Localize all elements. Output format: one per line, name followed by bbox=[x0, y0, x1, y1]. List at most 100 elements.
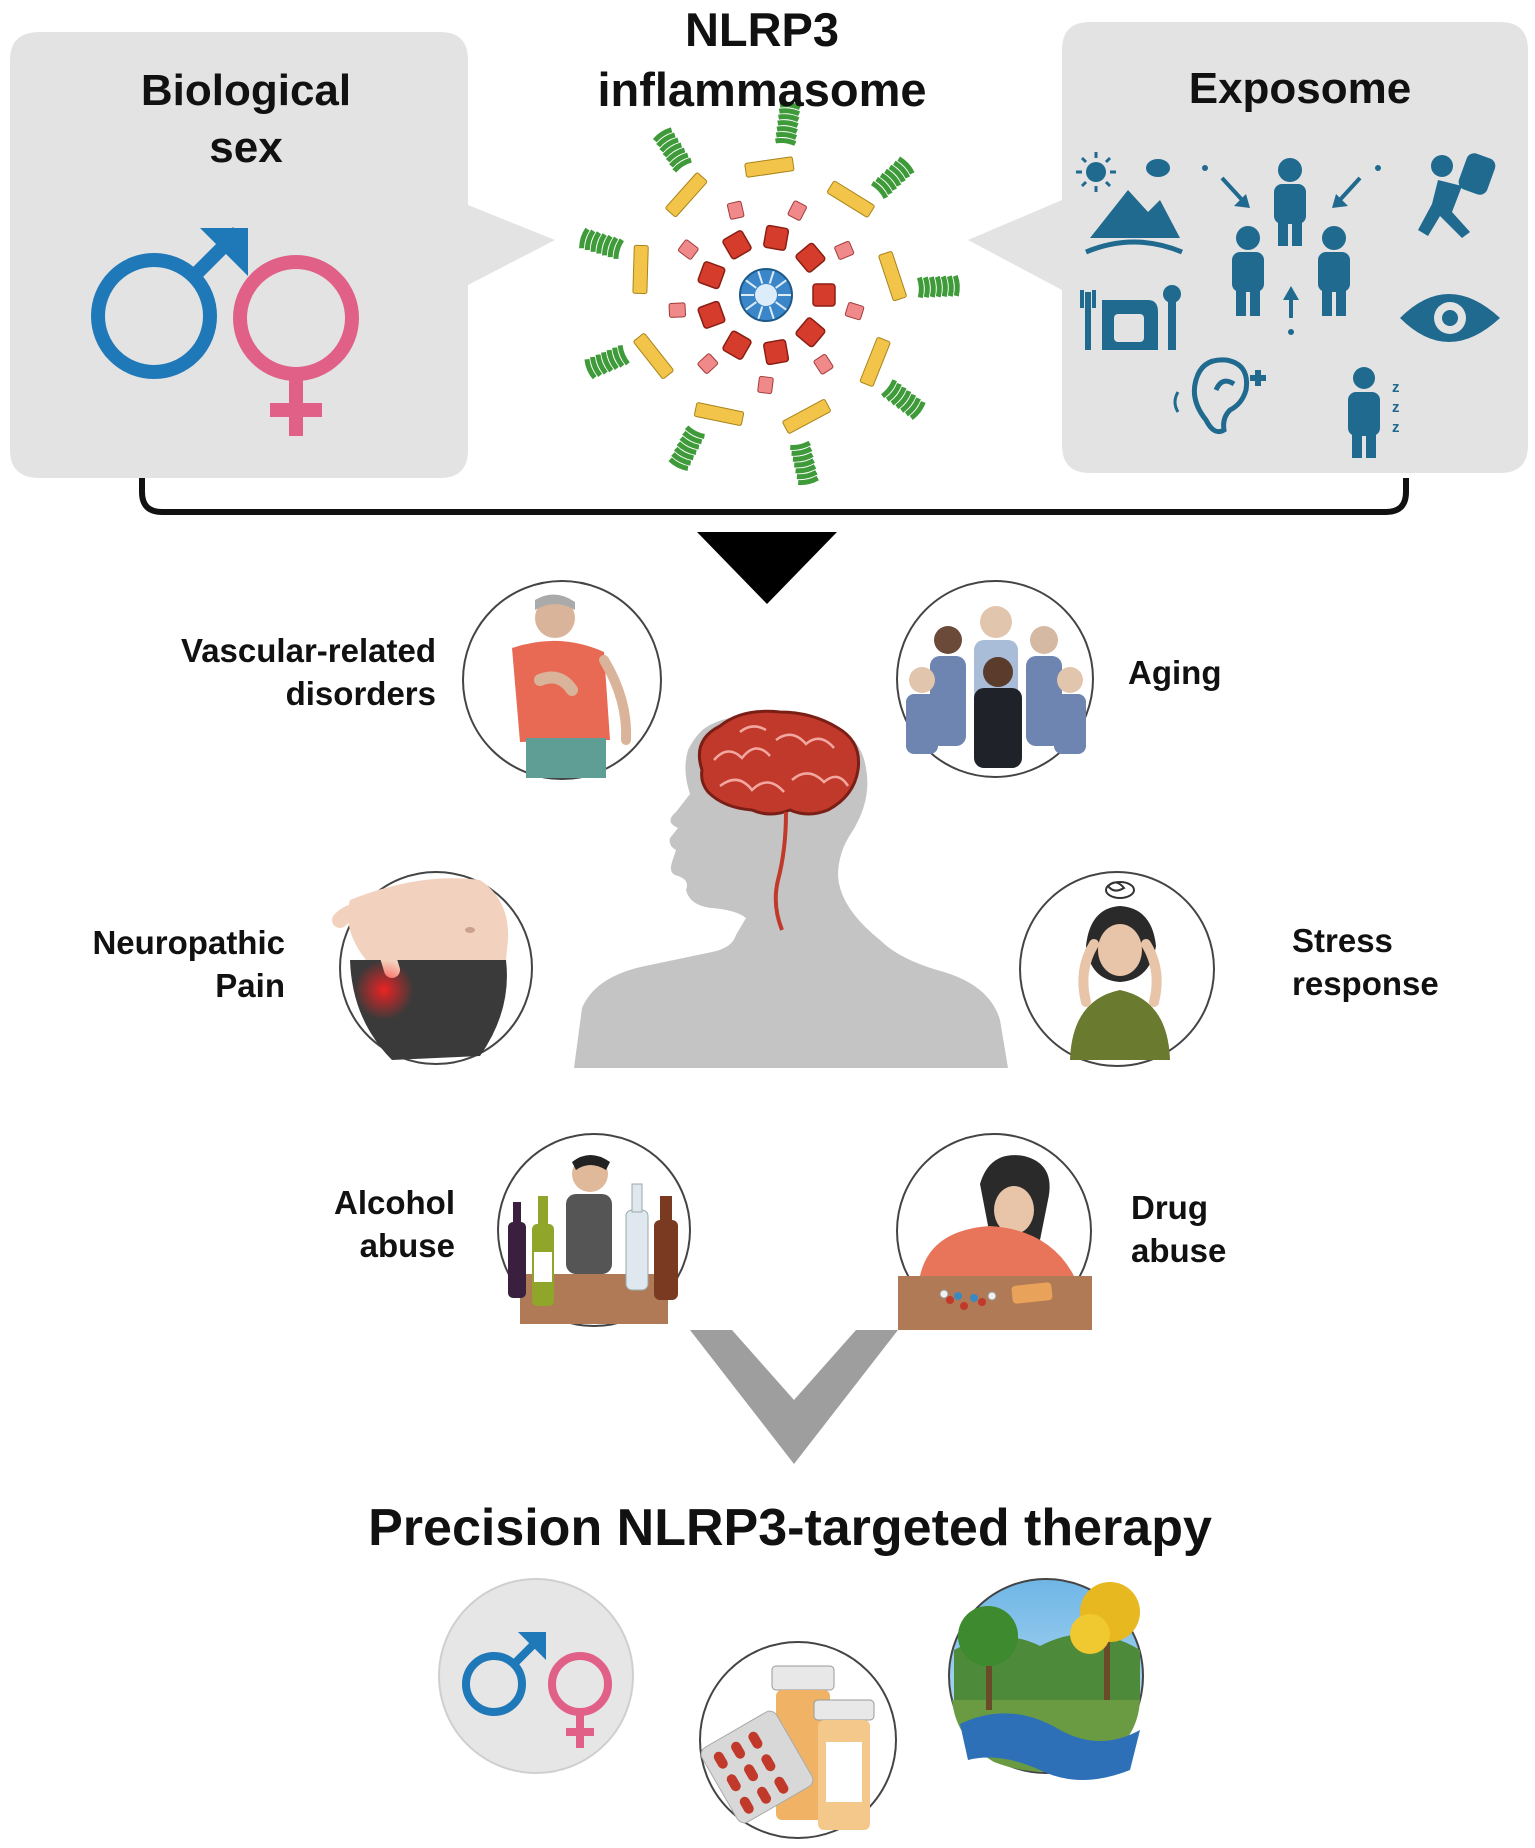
inflammasome-lrr-coil bbox=[881, 379, 926, 420]
male-symbol-icon bbox=[91, 227, 248, 379]
inflammasome-core-spoke bbox=[757, 270, 764, 284]
inflammasome-linker-rod bbox=[694, 402, 745, 426]
inflammasome-nacht-block bbox=[763, 339, 790, 366]
drug-line2: abuse bbox=[1131, 1231, 1227, 1269]
pill-icon bbox=[700, 1710, 814, 1824]
stress-line1: Stress bbox=[1292, 922, 1393, 959]
inflammasome-card-block bbox=[813, 354, 834, 375]
inflammasome-card-block bbox=[757, 375, 774, 395]
gray-chevron-arrow bbox=[690, 1330, 898, 1464]
brain-icon bbox=[697, 709, 861, 931]
biological-sex-line2: sex bbox=[209, 123, 283, 173]
ear-icon bbox=[1173, 357, 1266, 435]
inflammasome-core-spoke bbox=[768, 270, 775, 284]
inflammasome-nacht-block bbox=[795, 242, 826, 273]
nlrp3-inflammasome-graphic bbox=[579, 102, 960, 486]
inflammasome-core-spoke bbox=[745, 301, 757, 311]
inflammasome-lrr-coil bbox=[579, 227, 624, 259]
aging-label: Aging bbox=[1128, 654, 1222, 691]
tree-icon bbox=[958, 1582, 1140, 1710]
therapy-title: Precision NLRP3-targeted therapy bbox=[368, 1499, 1212, 1557]
svg-text:z: z bbox=[1392, 419, 1400, 436]
alcohol-line2: abuse bbox=[359, 1226, 455, 1264]
stress-response-illustration bbox=[1019, 871, 1215, 1067]
therapy-sex-circle bbox=[438, 1578, 634, 1774]
therapy-medication-circle bbox=[699, 1641, 897, 1839]
inflammasome-card-block bbox=[726, 200, 745, 220]
svg-text:z: z bbox=[1392, 379, 1400, 396]
stress-label: Stress response bbox=[1292, 920, 1512, 1006]
neuropathic-line1: Neuropathic bbox=[92, 924, 285, 961]
inflammasome-nacht-block bbox=[722, 230, 752, 260]
inflammasome-nacht-block bbox=[722, 330, 752, 360]
inflammasome-nacht-block bbox=[763, 224, 790, 251]
inward-arrows-icon bbox=[1202, 165, 1381, 335]
inflammasome-nacht-block bbox=[795, 317, 826, 348]
exposome-title: Exposome bbox=[1188, 64, 1412, 113]
inflammasome-linker-rod bbox=[782, 399, 831, 434]
vascular-line1: Vascular-related bbox=[181, 632, 436, 669]
inflammasome-core-center bbox=[755, 284, 777, 306]
inflammasome-linker-rod bbox=[632, 244, 649, 295]
drug-label: Drug abuse bbox=[1131, 1187, 1331, 1273]
aging-illustration bbox=[896, 580, 1094, 778]
biological-sex-label: Biological sex bbox=[90, 62, 402, 176]
eye-icon bbox=[1400, 294, 1500, 342]
alcohol-label: Alcohol abuse bbox=[240, 1182, 455, 1268]
sleep-icon: z z z bbox=[1348, 367, 1400, 458]
drug-line1: Drug bbox=[1131, 1189, 1208, 1226]
female-symbol-icon bbox=[233, 255, 359, 436]
inflammasome-lrr-coil bbox=[916, 275, 960, 299]
inflammasome-nacht-block bbox=[812, 283, 836, 307]
person-icon bbox=[1232, 158, 1350, 316]
inflammasome-card-block bbox=[697, 353, 719, 374]
sun-icon bbox=[1076, 152, 1170, 192]
inflammasome-core-spoke bbox=[775, 279, 787, 289]
biological-sex-line1: Biological bbox=[140, 66, 352, 115]
mountain-icon bbox=[1085, 190, 1183, 255]
inflammasome-card-block bbox=[678, 239, 699, 260]
neuropathic-label: Neuropathic Pain bbox=[40, 922, 285, 1008]
inflammasome-card-block bbox=[668, 302, 687, 318]
food-icon bbox=[1080, 285, 1181, 350]
inflammasome-linker-rod bbox=[744, 156, 795, 178]
inflammasome-core-spoke bbox=[757, 306, 764, 320]
inflammasome-lrr-coil bbox=[584, 345, 630, 380]
inflammasome-nacht-block bbox=[697, 261, 726, 290]
inflammasome-lrr-coil bbox=[775, 102, 801, 146]
inflammasome-linker-rod bbox=[633, 333, 674, 379]
stress-line2: response bbox=[1292, 964, 1439, 1002]
runner-icon bbox=[1418, 153, 1496, 238]
male-symbol-icon bbox=[462, 1632, 546, 1716]
alcohol-abuse-illustration bbox=[497, 1133, 691, 1327]
neuropathic-line2: Pain bbox=[215, 966, 285, 1004]
female-symbol-icon bbox=[548, 1652, 612, 1748]
inflammasome-lrr-coil bbox=[870, 156, 915, 199]
therapy-environment-circle bbox=[948, 1578, 1144, 1780]
drug-abuse-illustration bbox=[896, 1133, 1092, 1330]
bracket-connector bbox=[139, 478, 1409, 604]
inflammasome-linker-rod bbox=[826, 180, 875, 218]
inflammasome-lrr-coil bbox=[668, 425, 705, 471]
inflammasome-card-block bbox=[844, 302, 865, 321]
alcohol-line1: Alcohol bbox=[334, 1184, 455, 1221]
vascular-line2: disorders bbox=[285, 674, 436, 712]
vascular-label: Vascular-related disorders bbox=[100, 630, 436, 716]
inflammasome-linker-rod bbox=[665, 172, 708, 218]
inflammasome-core-spoke bbox=[745, 279, 757, 289]
svg-text:z: z bbox=[1392, 399, 1400, 416]
inflammasome-nacht-block bbox=[697, 300, 726, 329]
inflammasome-linker-rod bbox=[859, 337, 891, 387]
vascular-disorder-illustration bbox=[462, 580, 662, 780]
inflammasome-card-block bbox=[834, 240, 855, 260]
nlrp3-line1: NLRP3 bbox=[684, 3, 840, 56]
nlrp3-line2: inflammasome bbox=[597, 62, 927, 116]
inflammasome-lrr-coil bbox=[652, 127, 692, 173]
inflammasome-core-spoke bbox=[775, 301, 787, 311]
nlrp3-title: NLRP3 inflammasome bbox=[540, 0, 984, 119]
inflammasome-lrr-coil bbox=[790, 440, 819, 486]
inflammasome-card-block bbox=[787, 200, 807, 221]
inflammasome-core-spoke bbox=[768, 306, 775, 320]
neuropathic-pain-illustration bbox=[332, 871, 533, 1065]
